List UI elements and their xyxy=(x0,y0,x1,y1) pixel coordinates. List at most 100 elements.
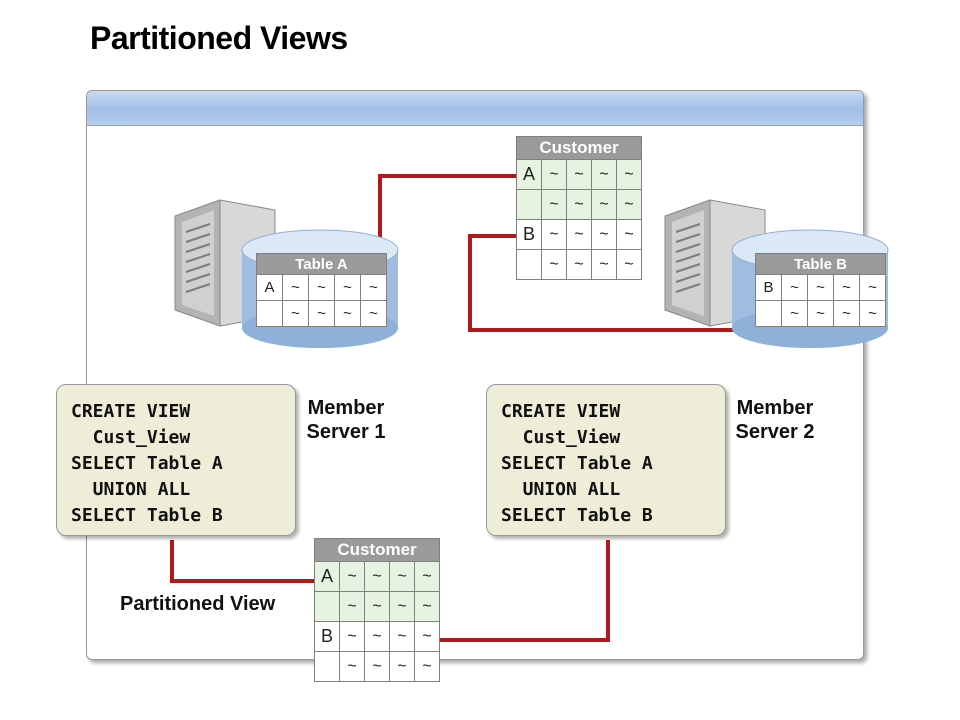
table-cell: ~ xyxy=(591,249,617,280)
table-row: ~ ~ ~ ~ xyxy=(314,591,440,622)
code-line: SELECT Table B xyxy=(71,505,223,526)
create-view-code-box-server-2: CREATE VIEW Cust_View SELECT Table A UNI… xyxy=(486,384,726,536)
table-cell: ~ xyxy=(282,274,309,301)
code-line: Cust_View xyxy=(71,427,191,448)
table-cell: B xyxy=(516,219,542,250)
table-cell: A xyxy=(314,561,340,592)
member-server-1-label: Member Server 1 xyxy=(298,396,394,444)
code-line: SELECT Table A xyxy=(501,453,653,474)
table-cell: ~ xyxy=(616,159,642,190)
table-cell: ~ xyxy=(389,621,415,652)
table-cell xyxy=(516,189,542,220)
table-cell: ~ xyxy=(364,561,390,592)
table-cell: ~ xyxy=(616,219,642,250)
table-cell: ~ xyxy=(591,189,617,220)
code-line: SELECT Table B xyxy=(501,505,653,526)
table-cell: ~ xyxy=(833,274,860,301)
label-line: Member xyxy=(307,397,385,419)
table-cell: ~ xyxy=(807,274,834,301)
table-cell: ~ xyxy=(414,591,440,622)
table-cell xyxy=(314,591,340,622)
table-cell: ~ xyxy=(566,159,592,190)
partitioned-view-label: Partitioned View xyxy=(120,593,276,615)
table-cell: ~ xyxy=(339,621,365,652)
table-cell: ~ xyxy=(308,274,335,301)
code-line: Cust_View xyxy=(501,427,621,448)
table-row: ~ ~ ~ ~ xyxy=(755,300,886,327)
table-cell: ~ xyxy=(566,249,592,280)
table-cell: ~ xyxy=(781,274,808,301)
table-cell: ~ xyxy=(591,219,617,250)
table-cell: ~ xyxy=(541,189,567,220)
table-cell xyxy=(256,300,283,327)
table-cell xyxy=(755,300,782,327)
customer-table-top: Customer A ~ ~ ~ ~ ~ ~ ~ ~ B ~ ~ ~ ~ ~ ~… xyxy=(516,136,642,280)
create-view-code-box-server-1: CREATE VIEW Cust_View SELECT Table A UNI… xyxy=(56,384,296,536)
member-server-2-label: Member Server 2 xyxy=(727,396,823,444)
customer-table-title: Customer xyxy=(516,136,642,160)
label-line: Member xyxy=(736,397,814,419)
table-cell: ~ xyxy=(414,621,440,652)
code-line: CREATE VIEW xyxy=(501,401,621,422)
code-line: CREATE VIEW xyxy=(71,401,191,422)
table-cell: ~ xyxy=(339,651,365,682)
table-cell: ~ xyxy=(566,219,592,250)
table-cell: ~ xyxy=(389,591,415,622)
table-cell: ~ xyxy=(389,561,415,592)
code-line: UNION ALL xyxy=(501,479,621,500)
table-a-title: Table A xyxy=(256,253,387,275)
table-cell: ~ xyxy=(414,561,440,592)
table-cell: ~ xyxy=(360,300,387,327)
table-cell: ~ xyxy=(541,159,567,190)
code-line: SELECT Table A xyxy=(71,453,223,474)
table-row: A ~ ~ ~ ~ xyxy=(256,274,387,301)
table-cell: ~ xyxy=(364,591,390,622)
table-cell: ~ xyxy=(859,274,886,301)
table-row: B ~ ~ ~ ~ xyxy=(755,274,886,301)
table-row: A ~ ~ ~ ~ xyxy=(314,561,440,592)
table-cell: ~ xyxy=(334,300,361,327)
label-line: Server 1 xyxy=(306,421,386,443)
table-cell: ~ xyxy=(781,300,808,327)
table-cell: ~ xyxy=(566,189,592,220)
table-cell: B xyxy=(755,274,782,301)
connector-table-b-to-customer-b xyxy=(468,234,762,332)
table-cell: ~ xyxy=(833,300,860,327)
table-cell xyxy=(314,651,340,682)
diagram-frame xyxy=(86,90,864,660)
table-cell: A xyxy=(516,159,542,190)
table-a: Table A A ~ ~ ~ ~ ~ ~ ~ ~ xyxy=(256,253,387,327)
table-cell: ~ xyxy=(541,219,567,250)
table-row: A ~ ~ ~ ~ xyxy=(516,159,642,190)
table-cell: ~ xyxy=(308,300,335,327)
table-cell: ~ xyxy=(360,274,387,301)
table-cell: ~ xyxy=(364,621,390,652)
table-cell: ~ xyxy=(389,651,415,682)
table-row: ~ ~ ~ ~ xyxy=(314,651,440,682)
table-cell: ~ xyxy=(414,651,440,682)
table-row: ~ ~ ~ ~ xyxy=(516,189,642,220)
customer-table-title: Customer xyxy=(314,538,440,562)
table-cell: ~ xyxy=(807,300,834,327)
table-row: B ~ ~ ~ ~ xyxy=(314,621,440,652)
table-row: ~ ~ ~ ~ xyxy=(516,249,642,280)
table-b-title: Table B xyxy=(755,253,886,275)
table-cell: ~ xyxy=(616,249,642,280)
label-line: Server 2 xyxy=(735,421,815,443)
table-cell: ~ xyxy=(339,591,365,622)
table-row: B ~ ~ ~ ~ xyxy=(516,219,642,250)
table-cell: ~ xyxy=(591,159,617,190)
table-cell: ~ xyxy=(541,249,567,280)
table-cell: ~ xyxy=(282,300,309,327)
table-cell: ~ xyxy=(339,561,365,592)
table-b: Table B B ~ ~ ~ ~ ~ ~ ~ ~ xyxy=(755,253,886,327)
connector-view-to-partitioned-customer xyxy=(170,540,316,583)
table-cell xyxy=(516,249,542,280)
page-title: Partitioned Views xyxy=(90,20,348,56)
connector-customer-b-to-server2-view xyxy=(430,540,610,642)
code-line: UNION ALL xyxy=(71,479,191,500)
table-cell: ~ xyxy=(364,651,390,682)
table-cell: ~ xyxy=(334,274,361,301)
frame-header-bar xyxy=(87,91,863,126)
